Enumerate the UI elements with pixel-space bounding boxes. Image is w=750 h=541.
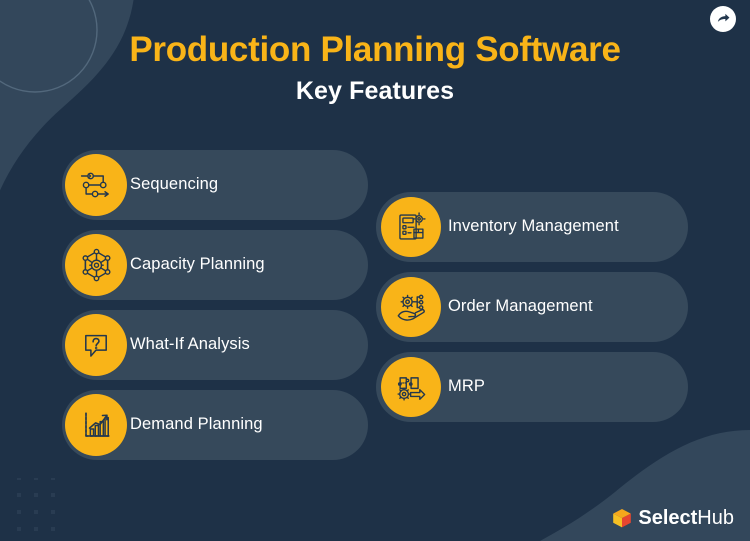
feature-label: Capacity Planning <box>130 255 265 274</box>
puzzle-gear-arrow-icon <box>381 357 441 417</box>
feature-label: What-If Analysis <box>130 335 250 354</box>
share-arrow-icon <box>717 13 729 22</box>
page-title: Production Planning Software <box>129 30 621 69</box>
feature-item-demand-planning[interactable]: Demand Planning <box>62 390 368 460</box>
sequencing-flow-icon <box>65 154 127 216</box>
page-subtitle: Key Features <box>295 77 455 106</box>
question-speech-bubble-icon <box>65 314 127 376</box>
feature-label: Inventory Management <box>448 217 619 236</box>
selecthub-wordmark: SelectHub <box>638 508 734 528</box>
selecthub-logo[interactable]: SelectHub <box>611 507 734 529</box>
bar-chart-growth-icon <box>65 394 127 456</box>
clipboard-checklist-box-icon <box>381 197 441 257</box>
logo-name-light: Hub <box>697 507 734 529</box>
feature-label: Order Management <box>448 297 593 316</box>
features-right-column: Inventory Management Order Management <box>376 192 688 432</box>
feature-item-mrp[interactable]: MRP <box>376 352 688 422</box>
feature-item-sequencing[interactable]: Sequencing <box>62 150 368 220</box>
hexagon-network-gear-icon <box>65 234 127 296</box>
features-left-column: Sequencing <box>62 150 368 470</box>
feature-label: Demand Planning <box>130 415 263 434</box>
feature-item-order-management[interactable]: Order Management <box>376 272 688 342</box>
heading-block: Production Planning Software Key Feature… <box>0 30 750 106</box>
hand-holding-gear-icon <box>381 277 441 337</box>
logo-name-bold: Select <box>638 507 698 529</box>
share-button[interactable] <box>710 6 736 32</box>
feature-item-what-if-analysis[interactable]: What-If Analysis <box>62 310 368 380</box>
feature-item-capacity-planning[interactable]: Capacity Planning <box>62 230 368 300</box>
feature-item-inventory-management[interactable]: Inventory Management <box>376 192 688 262</box>
feature-label: MRP <box>448 377 485 396</box>
selecthub-cube-icon <box>613 509 632 528</box>
feature-label: Sequencing <box>130 175 219 194</box>
